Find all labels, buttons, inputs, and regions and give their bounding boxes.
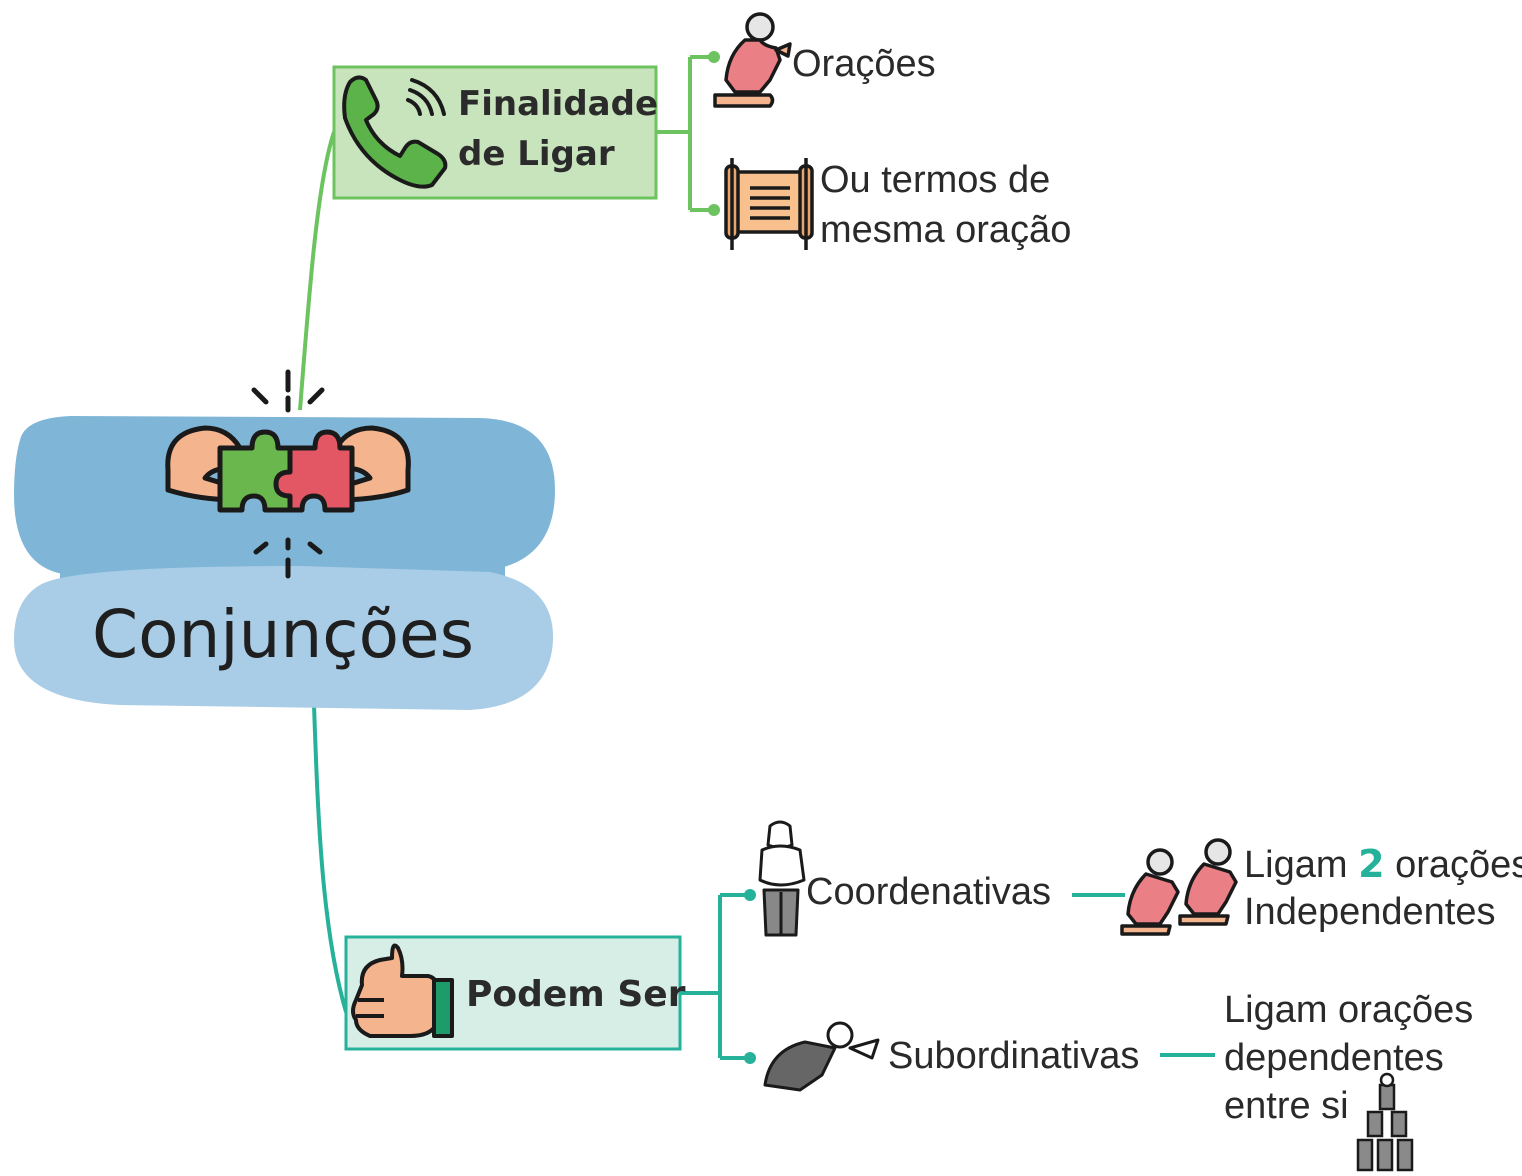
- finalidade-label-line1: Finalidade: [458, 84, 659, 124]
- subordinativas-detail-line1: Ligam orações: [1224, 989, 1474, 1031]
- puzzle-hands-icon: [165, 425, 411, 513]
- praying-person-icon: [713, 12, 792, 108]
- coordenativas-detail-line1: Ligam 2 orações: [1244, 842, 1522, 888]
- coord-detail-number: 2: [1358, 842, 1385, 886]
- subordinativas-label: Subordinativas: [888, 1035, 1140, 1077]
- standing-person-icon: [758, 820, 806, 937]
- subordinativas-detail-line3: entre si: [1224, 1085, 1349, 1127]
- connector-bottom: [312, 704, 348, 1013]
- top-branch-connectors: [656, 55, 714, 212]
- thumbs-up-icon: [351, 943, 454, 1038]
- finalidade-box[interactable]: [332, 65, 658, 200]
- coord-detail-pre: Ligam: [1244, 844, 1348, 886]
- bowing-person-icon: [763, 1021, 880, 1092]
- coord-detail-post: orações: [1395, 844, 1522, 886]
- connector-top: [298, 131, 336, 411]
- phone-icon: [342, 75, 448, 189]
- node-dot-oracoes: [708, 51, 720, 63]
- central-bottom-band: [14, 566, 554, 710]
- two-praying-persons-icon: [1120, 838, 1238, 936]
- leaf-oracoes: Orações: [792, 43, 936, 85]
- coordenativas-label: Coordenativas: [806, 871, 1052, 913]
- central-title: Conjunções: [92, 596, 474, 673]
- burst-lines: [251, 369, 325, 579]
- finalidade-label-line2: de Ligar: [458, 134, 615, 174]
- bottom-branch-connectors: [680, 893, 1215, 1060]
- scroll-icon: [724, 158, 814, 250]
- subordinativas-detail-line2: dependentes: [1224, 1037, 1444, 1079]
- node-dot-subordinativas: [744, 1052, 756, 1064]
- coordenativas-detail-line2: Independentes: [1244, 891, 1496, 933]
- node-dot-coordenativas: [744, 889, 756, 901]
- podem-ser-label: Podem Ser: [466, 974, 686, 1015]
- leaf-termos-line2: mesma oração: [820, 209, 1072, 251]
- leaf-termos-line1: Ou termos de: [820, 159, 1051, 201]
- people-pyramid-icon: [1356, 1072, 1414, 1172]
- node-dot-termos: [708, 204, 720, 216]
